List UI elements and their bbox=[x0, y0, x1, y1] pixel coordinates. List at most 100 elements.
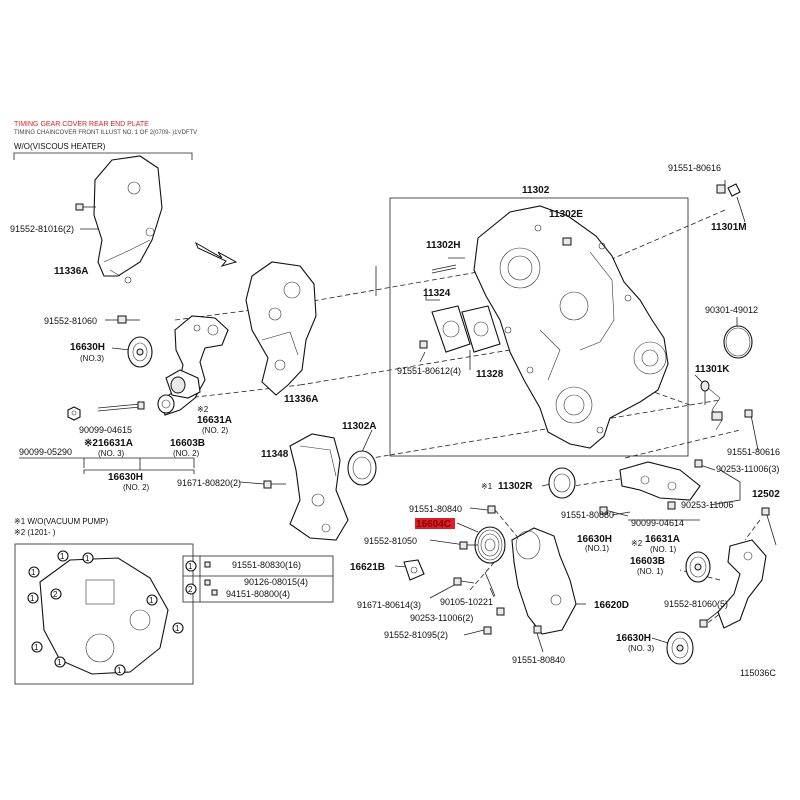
bolt-90253-11006-c bbox=[496, 607, 505, 616]
bolt-90253-11006-b bbox=[667, 501, 676, 510]
label-16603B-left: 16603B bbox=[170, 438, 205, 449]
svg-text:1: 1 bbox=[149, 596, 154, 605]
svg-text:1: 1 bbox=[175, 624, 180, 633]
label-91551-80616-top: 91551-80616 bbox=[668, 163, 721, 173]
direction-arrow-icon bbox=[194, 241, 238, 267]
oring-90301-49012 bbox=[723, 325, 753, 359]
label-16631A-left: 16631A bbox=[197, 415, 232, 426]
label-11302: 11302 bbox=[522, 185, 550, 196]
label-90099-04615: 90099-04615 bbox=[79, 425, 132, 435]
label-91552-81016: 91552-81016(2) bbox=[10, 224, 74, 234]
seal-11302R bbox=[548, 467, 576, 499]
label-x1-11302R: ※1 bbox=[481, 482, 493, 491]
label-16630H-right: 16630H bbox=[577, 534, 612, 545]
label-no2-c: (NO. 2) bbox=[123, 483, 150, 492]
inset-callout-numbers: 1 1 1 1 2 1 1 1 1 1 bbox=[30, 552, 180, 675]
bracket-16621B bbox=[403, 559, 425, 581]
label-16630H-left: 16630H bbox=[70, 342, 105, 353]
label-no2-a: (NO. 2) bbox=[202, 426, 229, 435]
part-11302-timing-cover bbox=[473, 205, 669, 449]
label-91552-81060-right: 91552-81060(5) bbox=[664, 599, 728, 609]
label-16630H-bottom-right: 16630H bbox=[616, 633, 651, 644]
svg-text:1: 1 bbox=[85, 554, 90, 563]
gasket-11324 bbox=[431, 305, 471, 353]
bolt-91551-80880 bbox=[599, 506, 629, 517]
bracket-12502 bbox=[619, 461, 701, 501]
sensor-11301K bbox=[700, 380, 723, 431]
label-11301M: 11301M bbox=[711, 222, 747, 233]
svg-text:2: 2 bbox=[53, 590, 58, 599]
bolt-91552-81050 bbox=[459, 541, 478, 550]
label-16604C: 16604C bbox=[416, 519, 451, 530]
pulley-16604C bbox=[474, 526, 506, 564]
highlight-16604C bbox=[415, 518, 455, 529]
label-x2-16631A: ※216631A bbox=[84, 438, 133, 449]
pulley-16630H-no1 bbox=[685, 551, 711, 583]
nut-90099-05290 bbox=[67, 406, 81, 421]
label-11302H: 11302H bbox=[426, 240, 460, 251]
label-11348: 11348 bbox=[261, 449, 289, 460]
label-91671-80820: 91671-80820(2) bbox=[177, 478, 241, 488]
label-11302E: 11302E bbox=[549, 209, 583, 220]
label-91552-81060-left: 91552-81060 bbox=[44, 316, 97, 326]
stud-90099-04615 bbox=[97, 401, 145, 412]
illustration-number: 115036C bbox=[740, 668, 776, 678]
viscous-heater-note: W/O(VISCOUS HEATER) bbox=[14, 142, 106, 151]
seal-11302A bbox=[347, 450, 377, 486]
bolt-90105-10221 bbox=[484, 571, 496, 597]
stud-90099-04614 bbox=[761, 507, 777, 546]
label-no3-left: (NO.3) bbox=[80, 354, 104, 363]
label-91552-81095: 91552-81095(2) bbox=[384, 630, 448, 640]
part-11336A-upper-plate bbox=[93, 155, 163, 284]
legend-table bbox=[182, 555, 334, 603]
label-12502: 12502 bbox=[752, 489, 780, 500]
bolt-91552-81060-right bbox=[699, 619, 708, 628]
label-16631A-right: 16631A bbox=[645, 534, 680, 545]
svg-text:1: 1 bbox=[31, 568, 36, 577]
bolt-91671-80820 bbox=[263, 480, 286, 489]
label-90099-04614: 90099-04614 bbox=[631, 518, 684, 528]
label-no1-b: (NO. 1) bbox=[650, 545, 677, 554]
label-16630H-bottom: 16630H bbox=[108, 472, 143, 483]
label-91551-80840-top: 91551-80840 bbox=[409, 504, 462, 514]
bolt-91552-81095 bbox=[483, 626, 492, 635]
label-90253-11006-a: 90253-11006(3) bbox=[716, 464, 779, 474]
svg-text:1: 1 bbox=[30, 594, 35, 603]
label-11302R: 11302R bbox=[498, 481, 533, 492]
svg-text:1: 1 bbox=[117, 666, 122, 675]
label-91551-80612: 91551-80612(4) bbox=[397, 366, 461, 376]
legend-item-1: 91551-80830(16) bbox=[232, 560, 301, 570]
legend-callout-2: 2 bbox=[188, 585, 193, 594]
label-11336A-lower: 11336A bbox=[284, 394, 318, 405]
label-16620D: 16620D bbox=[594, 600, 629, 611]
idler-bracket-right bbox=[717, 539, 767, 629]
label-no2-b: (NO. 2) bbox=[173, 449, 200, 458]
stud-11302H bbox=[431, 264, 457, 274]
tensioner-16620D bbox=[511, 527, 577, 635]
bolt-91671-80614 bbox=[453, 577, 475, 586]
bolt-91551-80840-top bbox=[487, 505, 496, 514]
bolt-91551-80840-bottom bbox=[533, 625, 542, 634]
note-2: ※2 (1201- ) bbox=[14, 528, 56, 537]
label-90253-11006-c: 90253-11006(2) bbox=[410, 613, 473, 623]
pulley-16630H-no3-left bbox=[127, 336, 153, 368]
labels: W/O(VISCOUS HEATER) 91552-81016(2) 11336… bbox=[10, 142, 780, 678]
legend-callout-1: 1 bbox=[188, 562, 193, 571]
svg-text:1: 1 bbox=[34, 643, 39, 652]
legend-item-2b: 94151-80800(4) bbox=[226, 589, 290, 599]
cover-11328 bbox=[461, 305, 501, 353]
bolt-91551-80616-right bbox=[744, 409, 753, 418]
part-11301M bbox=[716, 183, 741, 197]
inset-callouts bbox=[27, 550, 184, 676]
label-11336A-upper: 11336A bbox=[54, 266, 88, 277]
part-11336A-lower-plate bbox=[245, 261, 317, 396]
label-91551-80840-bottom: 91551-80840 bbox=[512, 655, 565, 665]
bolt-90253-11006-a bbox=[694, 459, 703, 468]
pulley-16630H-no3-bottom bbox=[666, 631, 694, 665]
cover-box-outline bbox=[389, 197, 689, 457]
legend-item-2a: 90126-08015(4) bbox=[244, 577, 308, 587]
label-11302A: 11302A bbox=[342, 421, 376, 432]
tensioner-16631A-no2 bbox=[165, 369, 201, 399]
pulley-16603B-no2 bbox=[157, 394, 175, 414]
label-90105-10221: 90105-10221 bbox=[440, 597, 493, 607]
